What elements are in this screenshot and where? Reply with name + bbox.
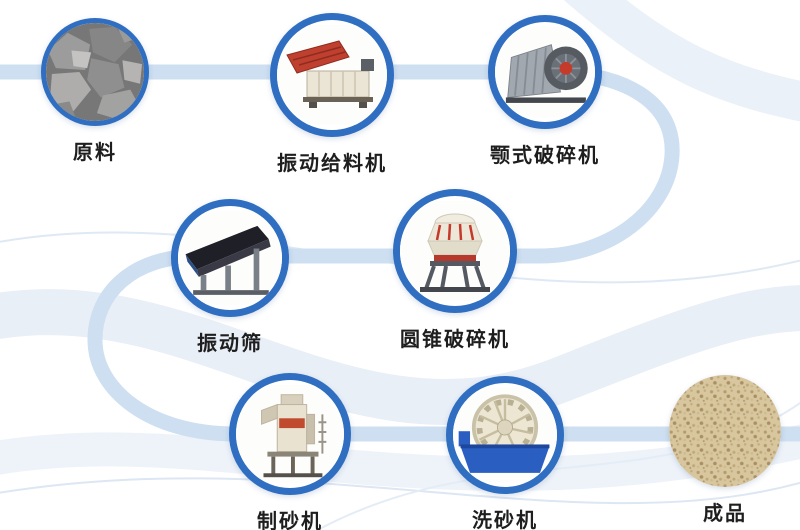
step-label-sand-washing-machine: 洗砂机 <box>472 510 538 530</box>
step-finished-product: 成品 <box>640 375 800 526</box>
step-vibrating-screen: 振动筛 <box>145 199 315 356</box>
step-label-sand-making-machine: 制砂机 <box>257 511 323 530</box>
step-raw-material: 原料 <box>10 18 180 165</box>
cone-crusher-icon <box>400 201 510 301</box>
vibrating-screen-image <box>171 199 289 317</box>
cone-crusher-image <box>393 189 517 313</box>
vibrating-screen-icon <box>178 210 282 306</box>
jaw-crusher-icon <box>495 26 595 118</box>
sand-making-machine-image <box>229 373 351 495</box>
jaw-crusher-image <box>488 15 602 129</box>
sand-maker-icon <box>236 384 344 484</box>
step-label-vibrating-feeder: 振动给料机 <box>277 153 387 175</box>
rocks-icon <box>46 23 144 121</box>
vibrating-feeder-icon <box>277 25 387 125</box>
step-label-vibrating-screen: 振动筛 <box>197 333 263 355</box>
step-jaw-crusher: 颚式破碎机 <box>460 15 630 168</box>
step-sand-washing-machine: 洗砂机 <box>420 376 590 530</box>
raw-material-image <box>41 18 149 126</box>
sand-washer-icon <box>453 387 557 483</box>
finished-product-image <box>669 375 781 487</box>
step-label-jaw-crusher: 颚式破碎机 <box>490 145 600 167</box>
step-sand-making-machine: 制砂机 <box>205 373 375 530</box>
step-label-cone-crusher: 圆锥破碎机 <box>400 329 510 351</box>
step-label-finished-product: 成品 <box>703 503 747 525</box>
sand-icon <box>669 375 781 487</box>
step-vibrating-feeder: 振动给料机 <box>247 13 417 176</box>
sand-washing-machine-image <box>446 376 564 494</box>
step-label-raw-material: 原料 <box>73 142 117 164</box>
step-cone-crusher: 圆锥破碎机 <box>370 189 540 352</box>
vibrating-feeder-image <box>270 13 394 137</box>
